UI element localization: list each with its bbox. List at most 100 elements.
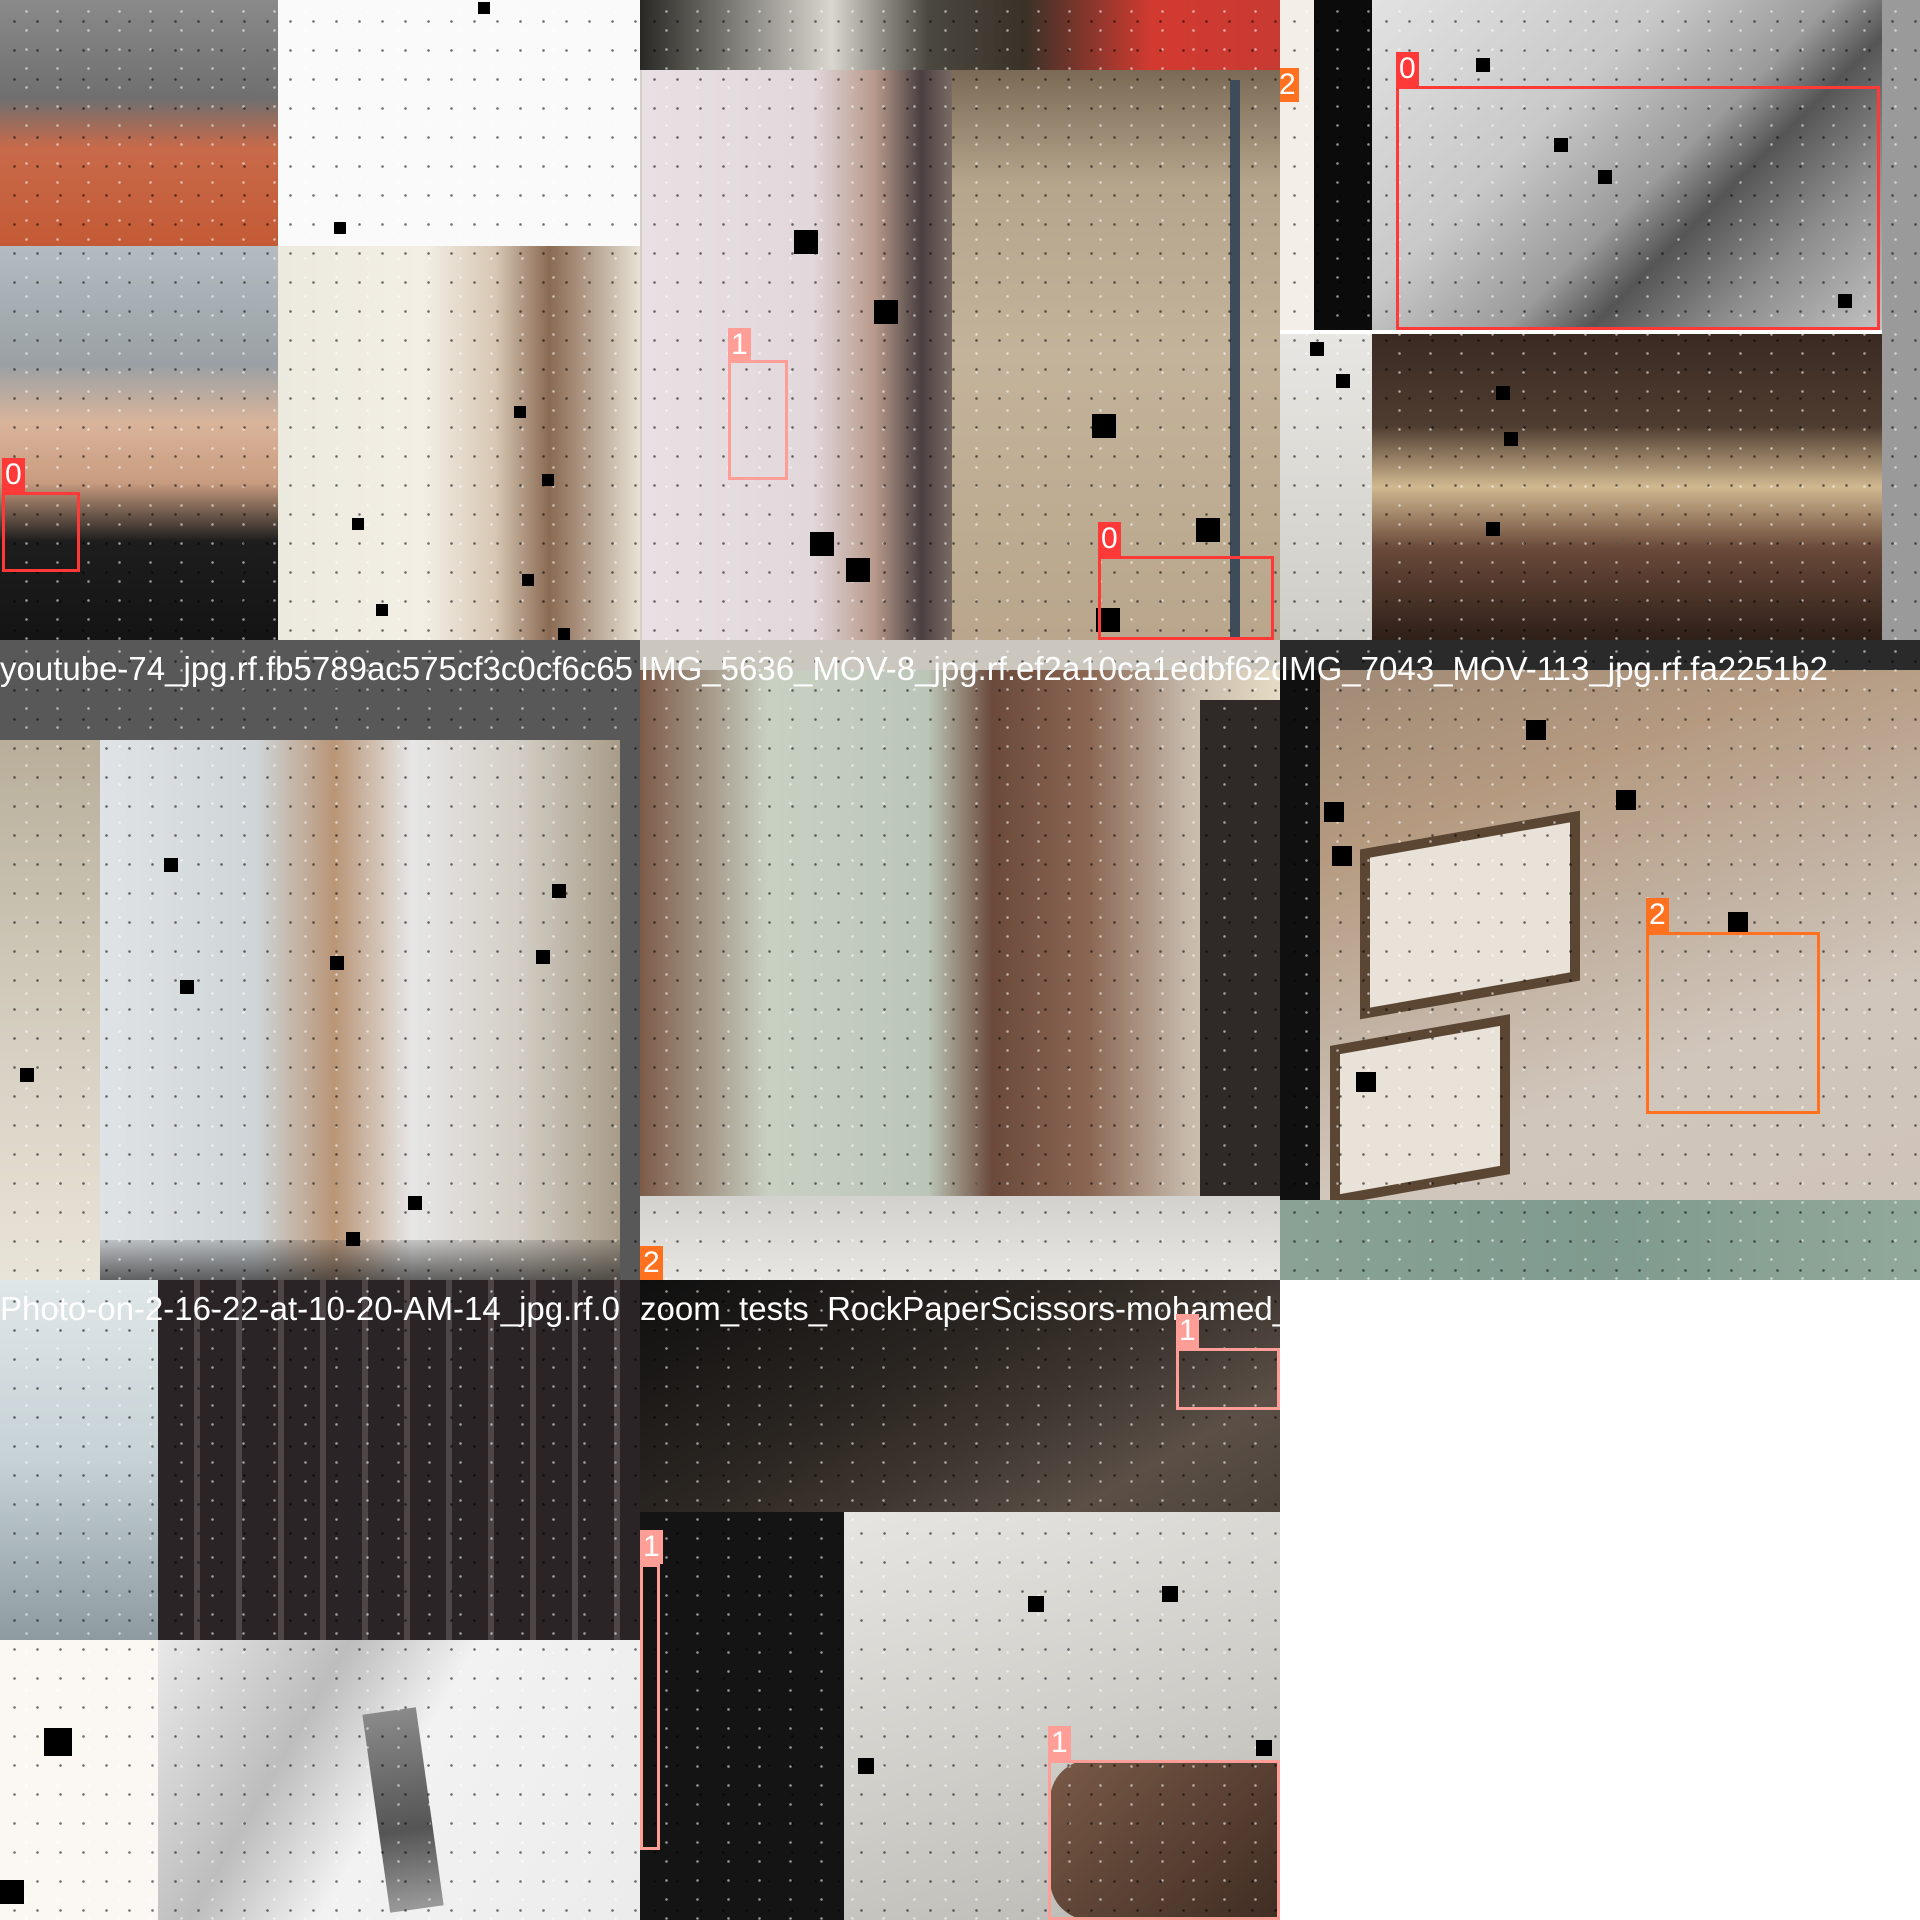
cutout-square [1196,518,1220,542]
bbox-class-label: 0 [1098,522,1121,556]
cutout-square [1728,912,1748,932]
image-filename-label: IMG_5636_MOV-8_jpg.rf.ef2a10ca1edbf62d04 [640,650,1280,687]
cutout-square [536,950,550,964]
bbox-class-0 [1098,556,1274,640]
cutout-square [1526,720,1546,740]
tile-image-7: Photo-on-2-16-22-at-10-20-AM-14_jpg.rf.0 [0,1280,640,1920]
image-filename-label: Photo-on-2-16-22-at-10-20-AM-14_jpg.rf.0 [0,1290,620,1327]
photo-woman-praying-hands [640,670,1280,1200]
image-filename-label: IMG_7043_MOV-113_jpg.rf.fa2251b2 [1280,650,1828,687]
tile-image-1: 0 [0,0,640,640]
bbox-class-label: 0 [2,458,25,492]
cutout-square [558,628,570,640]
photo-man-glasses [278,246,640,640]
bbox-class-1 [1176,1348,1280,1410]
photo-blank-white-2 [0,1640,158,1920]
tile-image-9: IMG_5567_mp4-101_jpg.rf.6871bc4a [1280,1280,1920,1920]
cutout-square [408,1196,422,1210]
photo-room-left [0,740,100,1280]
cutout-square [1598,170,1612,184]
cutout-square [874,300,898,324]
photo-restaurant-counter [1372,334,1882,640]
tile-image-5: IMG_5636_MOV-8_jpg.rf.ef2a10ca1edbf62d04… [640,640,1280,1280]
cutout-square [514,406,526,418]
photo-frame-2 [1330,1014,1510,1206]
photo-dark-strip [1314,0,1372,330]
photo-bottom-strip [640,1196,1280,1280]
cutout-square [20,1068,34,1082]
photo-bottom-blur [1280,1200,1920,1280]
cutout-square [352,518,364,530]
tile-image-3: 0 2 [1280,0,1920,640]
cutout-square [1324,802,1344,822]
cutout-square [1496,386,1510,400]
cutout-square [1504,432,1518,446]
cutout-square [180,980,194,994]
bbox-class-2 [1646,932,1820,1114]
cutout-square [478,2,490,14]
cutout-square [1310,342,1324,356]
photo-dark-left [1280,670,1320,1200]
cutout-square [552,884,566,898]
photo-chair-back [1200,700,1280,1200]
bbox-class-1 [728,360,788,480]
cutout-square [846,558,870,582]
photo-dark-left-lower [640,1512,844,1920]
cutout-square [0,1880,24,1904]
photo-desk-glasses [1280,334,1372,640]
cutout-square [44,1728,72,1756]
cutout-square [1028,1596,1044,1612]
photo-player-bar [100,1240,620,1280]
cutout-square [858,1758,874,1774]
cutout-square [1486,522,1500,536]
tile-image-2: 1 0 [640,0,1280,640]
cutout-square [522,574,534,586]
bbox-class-1 [1048,1760,1280,1920]
image-filename-label: IMG_5567_mp4-101_jpg.rf.6871bc4a [1280,1290,1829,1327]
cutout-square [1256,1740,1272,1756]
bbox-class-label: 1 [1048,1726,1071,1760]
photo-woman-orange-top [0,0,278,246]
tile-image-4: youtube-74_jpg.rf.fb5789ac575cf3c0cf6c65 [0,640,640,1280]
cutout-square [1336,374,1350,388]
cutout-square [1092,414,1116,438]
photo-woman-black-top [0,246,278,640]
photo-woman-lavender [642,70,952,640]
cutout-square [542,474,554,486]
bbox-class-label: 2 [1646,898,1669,932]
bbox-class-label: 1 [1176,1314,1199,1348]
photo-blank-white [278,0,640,246]
photo-right-gray [1882,0,1920,640]
cutout-square [1838,294,1852,308]
image-filename-label: youtube-74_jpg.rf.fb5789ac575cf3c0cf6c65 [0,650,633,687]
bbox-class-label: 2 [640,1246,663,1280]
cutout-square [1162,1586,1178,1602]
cutout-square [334,222,346,234]
bbox-class-label: 2 [1280,68,1299,102]
cutout-square [810,532,834,556]
photo-man-cap [100,740,620,1280]
photo-orange-edge [1280,0,1314,330]
cutout-square [330,956,344,970]
bbox-class-label: 1 [640,1530,663,1564]
cutout-square [164,858,178,872]
tile-image-8: zoom_tests_RockPaperScissors-mohamed_mp4… [640,1280,1280,1920]
bbox-class-1 [640,1564,660,1850]
bbox-class-label: 1 [728,328,751,362]
cutout-square [1332,846,1352,866]
cutout-square [1476,58,1490,72]
cutout-square [1356,1072,1376,1092]
cutout-square [794,230,818,254]
cutout-square [1616,790,1636,810]
bbox-class-0 [2,492,80,572]
cutout-square [1554,138,1568,152]
bbox-class-label: 0 [1396,52,1419,86]
cutout-square [346,1232,360,1246]
photo-sky-tower [0,1280,158,1640]
photo-top-strip [640,0,1280,70]
photo-window-grate [158,1280,640,1640]
bbox-class-0 [1396,86,1880,330]
tile-image-6: IMG_7043_MOV-113_jpg.rf.fa2251b2 2 [1280,640,1920,1280]
cutout-square [376,604,388,616]
